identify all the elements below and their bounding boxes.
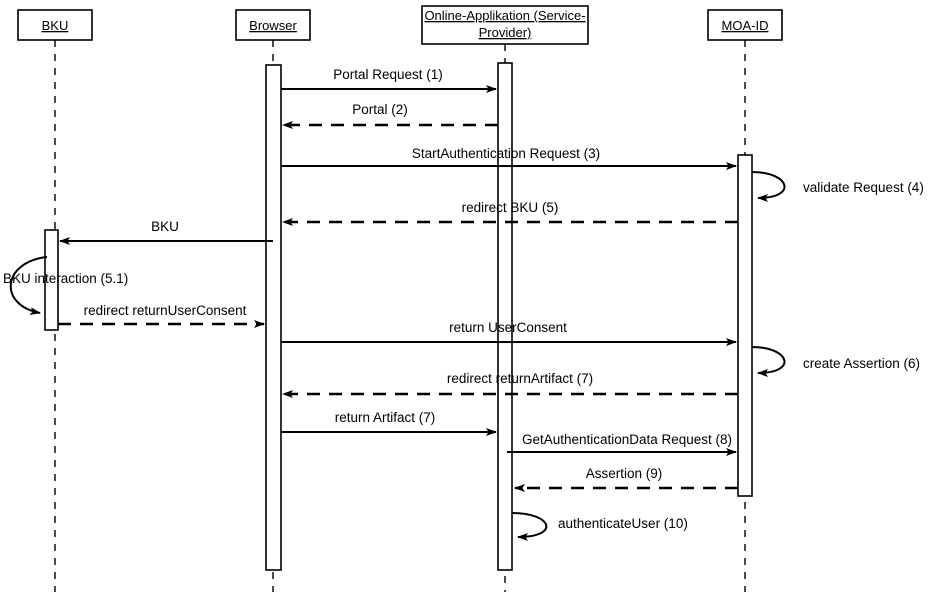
message-label-redirect-returnuserconsent: redirect returnUserConsent (84, 303, 247, 318)
message-label-assertion: Assertion (9) (586, 466, 663, 481)
message-label-getauthenticationdata-request: GetAuthenticationData Request (8) (522, 432, 732, 447)
participant-label-online-applikation-line1: Online-Applikation (Service- (424, 8, 585, 23)
message-return-userconsent[interactable]: return UserConsent (281, 320, 737, 346)
participant-label-moa-id: MOA-ID (722, 18, 769, 33)
activation-bar-moa-id (737, 154, 753, 497)
message-label-return-artifact: return Artifact (7) (335, 410, 436, 425)
message-label-authenticateuser: authenticateUser (10) (558, 516, 688, 531)
message-portal[interactable]: Portal (2) (282, 102, 498, 129)
message-label-bku-interaction: BKU interaction (5.1) (3, 271, 128, 286)
activation-bars-group (44, 62, 753, 571)
participant-box-rect-online-applikation (421, 5, 589, 45)
message-assertion[interactable]: Assertion (9) (514, 466, 738, 492)
message-bku-interaction[interactable]: BKU interaction (5.1) (3, 256, 128, 316)
participant-label-bku: BKU (42, 18, 69, 33)
participant-box-rect-moa-id (707, 9, 783, 41)
message-getauthenticationdata-request[interactable]: GetAuthenticationData Request (8) (507, 432, 737, 456)
message-arrow-authenticateuser (511, 512, 548, 541)
message-label-portal: Portal (2) (352, 102, 408, 117)
participant-label-browser: Browser (249, 18, 297, 33)
message-label-portal-request: Portal Request (1) (333, 67, 443, 82)
participant-label-online-applikation-line2: Provider) (479, 25, 532, 40)
message-arrow-validate-request (751, 171, 786, 202)
activation-bar-browser (265, 64, 282, 571)
message-portal-request[interactable]: Portal Request (1) (281, 67, 497, 93)
participant-box-online-applikation[interactable]: Online-Applikation (Service- Provider) (421, 5, 589, 45)
message-label-redirect-returnartifact: redirect returnArtifact (7) (447, 371, 593, 386)
participant-box-rect-browser (235, 9, 311, 41)
participant-box-rect-bku (17, 9, 93, 41)
message-redirect-returnuserconsent[interactable]: redirect returnUserConsent (58, 303, 265, 328)
message-arrow-create-assertion (751, 346, 786, 377)
activation-bar-bku (44, 229, 59, 331)
participant-box-browser[interactable]: Browser (235, 9, 311, 41)
message-label-bku: BKU (151, 219, 179, 234)
message-startauthentication-request[interactable]: StartAuthentication Request (3) (281, 146, 737, 170)
message-validate-request[interactable]: validate Request (4) (751, 171, 924, 202)
message-return-artifact[interactable]: return Artifact (7) (281, 410, 497, 436)
participant-box-bku[interactable]: BKU (17, 9, 93, 41)
message-arrow-bku-interaction (9, 256, 48, 316)
message-authenticateuser[interactable]: authenticateUser (10) (511, 512, 688, 541)
message-label-redirect-bku: redirect BKU (5) (462, 200, 559, 215)
message-bku[interactable]: BKU (59, 219, 273, 245)
message-label-create-assertion: create Assertion (6) (803, 356, 920, 371)
message-redirect-returnartifact[interactable]: redirect returnArtifact (7) (282, 371, 738, 398)
message-redirect-bku[interactable]: redirect BKU (5) (282, 200, 738, 226)
message-label-return-userconsent: return UserConsent (449, 320, 567, 335)
message-create-assertion[interactable]: create Assertion (6) (751, 346, 920, 377)
message-label-validate-request: validate Request (4) (803, 180, 924, 195)
activation-bar-online-applikation (497, 62, 513, 571)
message-label-startauthentication-request: StartAuthentication Request (3) (412, 146, 600, 161)
participant-box-moa-id[interactable]: MOA-ID (707, 9, 783, 41)
